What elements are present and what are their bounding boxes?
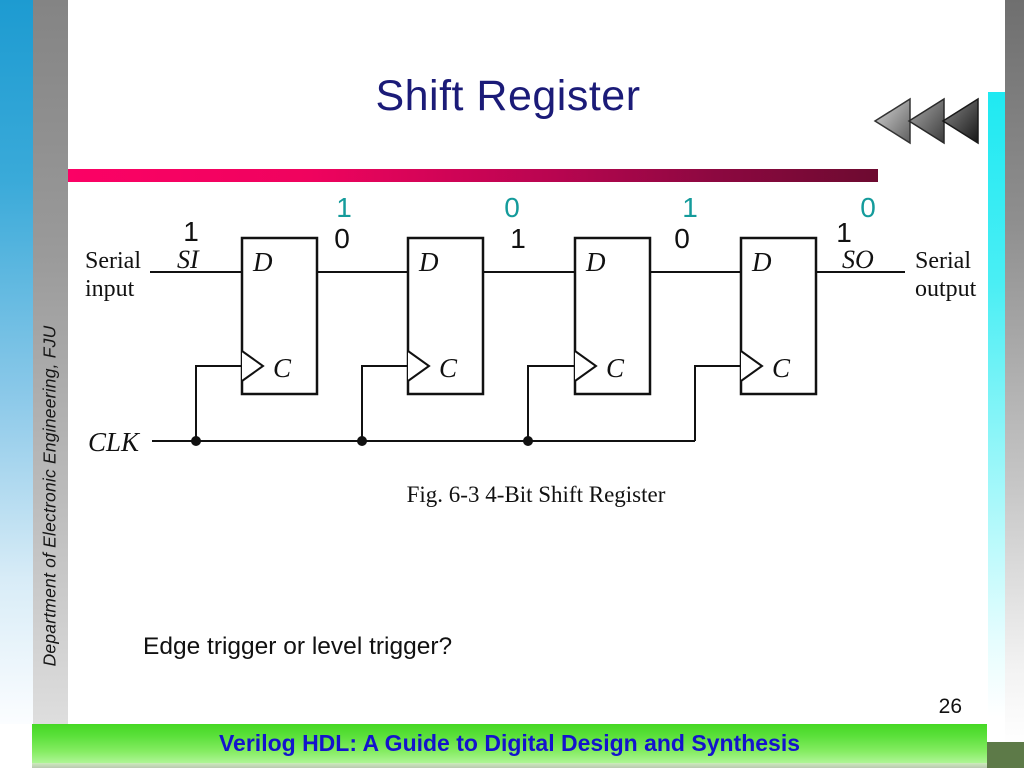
black-bit-3: 1: [510, 223, 526, 254]
clock-wedge-icon: [241, 350, 265, 382]
clock-wedge-icon: [574, 350, 598, 382]
clock-input-label: C: [273, 353, 292, 383]
page-number: 26: [938, 695, 962, 718]
footer-bar: Verilog HDL: A Guide to Digital Design a…: [32, 724, 987, 763]
d-input-label: D: [418, 247, 439, 277]
olive-corner-block: [987, 742, 1024, 768]
teal-bit-4: 0: [860, 192, 876, 223]
teal-bit-1: 1: [336, 192, 352, 223]
figure-caption: Fig. 6-3 4-Bit Shift Register: [407, 482, 666, 507]
teal-bit-row: 1 0 1 0: [336, 192, 876, 223]
flip-flop-4: D C: [739, 236, 818, 396]
clock-wedge-icon: [407, 350, 431, 382]
teal-bit-2: 0: [504, 192, 520, 223]
clock-junction-dots: [191, 436, 533, 446]
nav-back-arrows: [873, 97, 979, 145]
serial-output-label-line1: Serial: [915, 248, 971, 274]
black-bit-row: 1 0 1 0 1: [183, 216, 852, 254]
black-bit-serial-out: 1: [836, 217, 852, 248]
d-input-label: D: [252, 247, 273, 277]
serial-output-label-line2: output: [915, 276, 977, 302]
black-bit-4: 0: [674, 223, 690, 254]
d-input-label: D: [751, 247, 772, 277]
clock-input-label: C: [439, 353, 458, 383]
clock-input-label: C: [772, 353, 791, 383]
black-bit-serial-in: 1: [183, 216, 199, 247]
left-gray-gradient-strip: [33, 0, 68, 724]
clock-wedge-icon: [740, 350, 764, 382]
black-bit-2: 0: [334, 223, 350, 254]
flip-flop-3: D C: [573, 236, 652, 396]
back-arrow-icon-3[interactable]: [941, 97, 979, 145]
left-blue-gradient-strip: [0, 0, 33, 724]
clock-net: [152, 365, 741, 442]
so-label: SO: [842, 245, 874, 274]
footer-title: Verilog HDL: A Guide to Digital Design a…: [218, 730, 801, 756]
right-cyan-bar: [988, 92, 1005, 717]
si-label: SI: [177, 245, 200, 274]
clock-input-label: C: [606, 353, 625, 383]
question-text: Edge trigger or level trigger?: [143, 633, 453, 660]
title-accent-bar: [68, 169, 878, 182]
serial-input-label-line1: Serial: [85, 248, 141, 274]
clk-label: CLK: [88, 427, 141, 457]
footer-under-strip: [32, 763, 987, 768]
right-gray-gradient-strip: [1005, 0, 1024, 745]
teal-bit-3: 1: [682, 192, 698, 223]
flip-flop-2: D C: [406, 236, 485, 396]
d-input-label: D: [585, 247, 606, 277]
serial-input-label-line2: input: [85, 276, 135, 302]
page-title: Shift Register: [375, 72, 641, 120]
flip-flop-1: D C: [240, 236, 319, 396]
